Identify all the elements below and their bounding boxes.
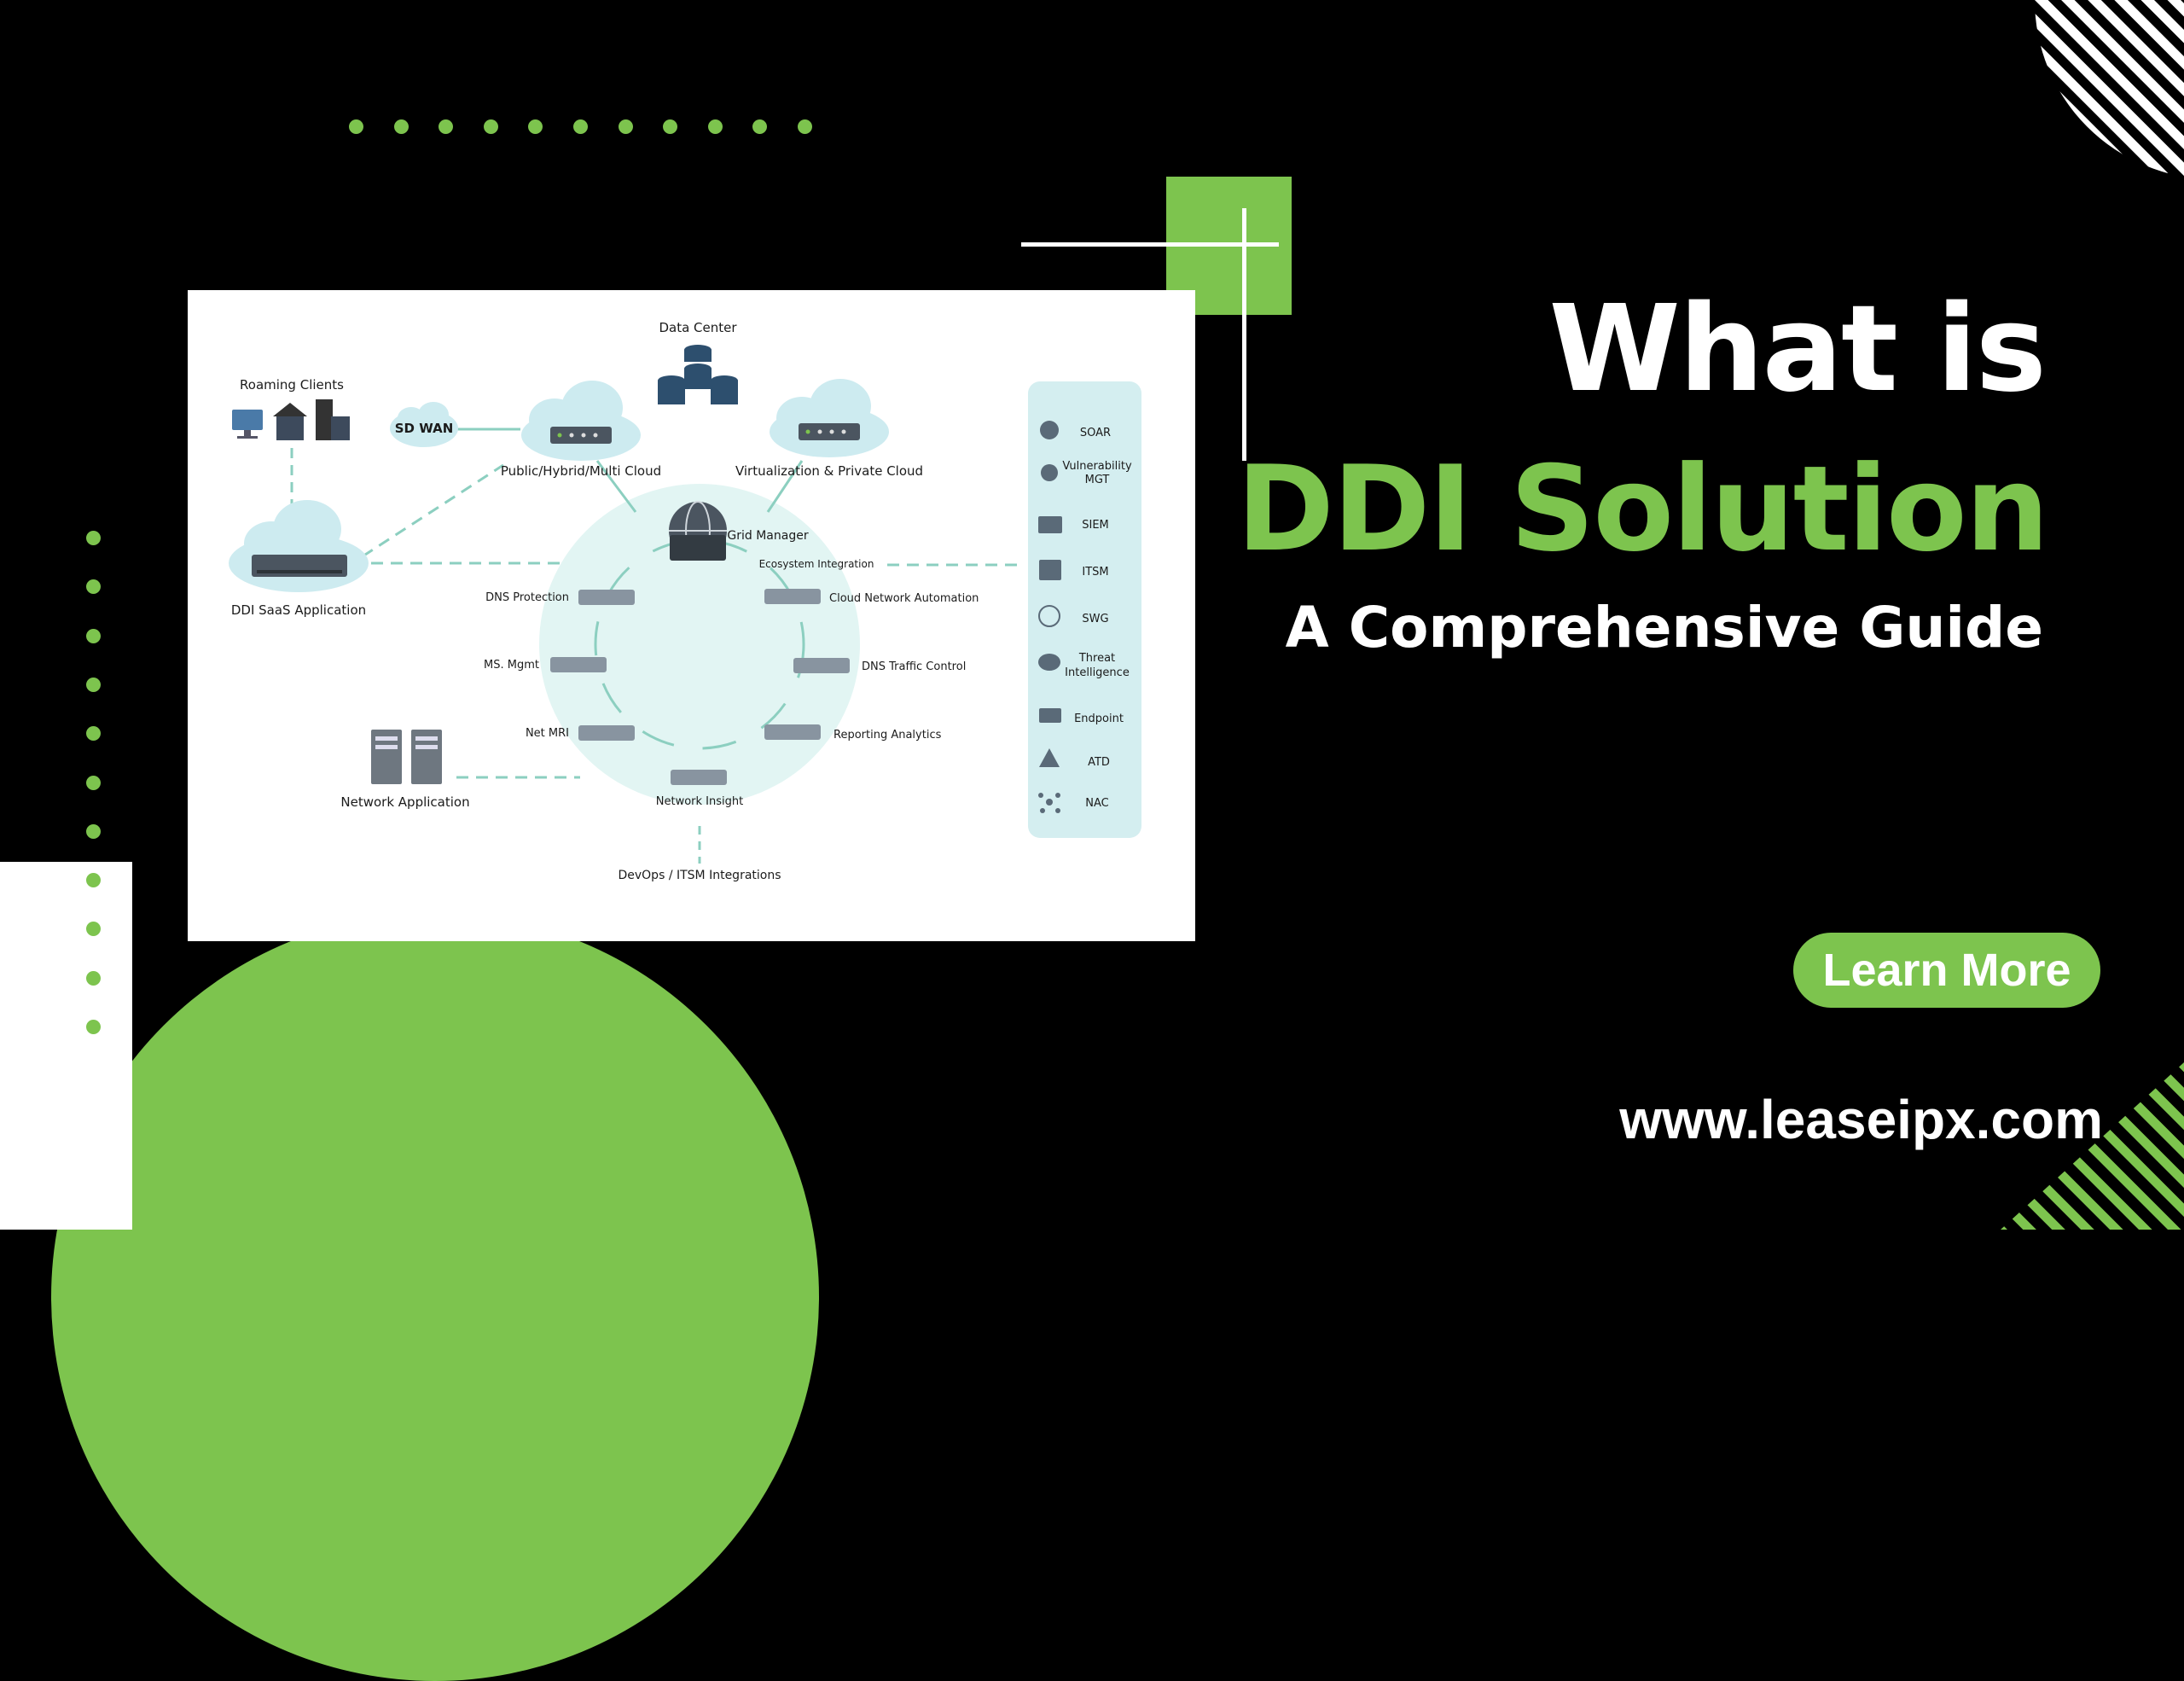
mgt-label: MGT <box>1085 474 1110 486</box>
siem-monitor-icon <box>1038 516 1062 533</box>
private-cloud-label: Virtualization & Private Cloud <box>735 463 923 479</box>
decorative-dot <box>86 1020 101 1034</box>
itsm-icon <box>1039 560 1061 580</box>
white-side-bar <box>0 862 132 1230</box>
soar-icon <box>1040 421 1059 439</box>
connector-lines <box>290 428 1019 864</box>
ddi-saas-icon <box>229 500 369 592</box>
decorative-dot <box>663 119 678 134</box>
endpoint-laptop-icon <box>1039 708 1061 723</box>
website-url[interactable]: www.leaseipx.com <box>1619 1089 2103 1150</box>
striped-corner-decoration <box>2001 1062 2184 1230</box>
ddi-diagram-card: Roaming Clients SD WAN Public/Hybrid/Mul… <box>188 290 1195 941</box>
hub-inner-ring <box>594 538 805 750</box>
dns-traffic-control-label: DNS Traffic Control <box>862 660 966 673</box>
data-center-icon <box>658 345 738 404</box>
side-panel-icons <box>1038 421 1062 813</box>
public-cloud-icon <box>521 381 641 461</box>
network-application-label: Network Application <box>340 794 469 810</box>
decorative-dot <box>86 922 101 937</box>
sd-wan-cloud <box>390 402 458 447</box>
decorative-dot <box>86 970 101 986</box>
endpoint-label: Endpoint <box>1074 713 1124 725</box>
subtitle: A Comprehensive Guide <box>1285 595 2043 660</box>
green-half-circle <box>51 913 819 1681</box>
itsm-label: ITSM <box>1082 566 1108 579</box>
intelligence-label: Intelligence <box>1065 666 1130 679</box>
network-nodes-icon <box>1046 799 1053 806</box>
decorative-dot <box>86 677 101 692</box>
device-cloud-network-automation <box>764 589 821 604</box>
ddi-architecture-diagram: Roaming Clients SD WAN Public/Hybrid/Mul… <box>229 320 1141 882</box>
swg-globe-icon <box>1038 605 1060 627</box>
decorative-dot <box>618 119 633 134</box>
striped-circle-decoration <box>2035 0 2184 179</box>
nac-label: NAC <box>1085 797 1108 810</box>
ecosystem-label: Ecosystem Integration <box>759 558 874 570</box>
device-network-insight <box>671 770 727 785</box>
decorative-dot <box>86 628 101 643</box>
data-center-label: Data Center <box>659 320 737 335</box>
decorative-dot <box>707 119 723 134</box>
device-dns-traffic-control <box>793 658 850 673</box>
decorative-dot <box>483 119 498 134</box>
integration-side-panel <box>1028 381 1141 838</box>
decorative-dot <box>86 823 101 839</box>
decorative-dot <box>439 119 454 134</box>
decorative-dot <box>86 726 101 742</box>
network-insight-label: Network Insight <box>656 795 743 808</box>
soar-label: SOAR <box>1080 427 1111 439</box>
headline-line-2: DDI Solution <box>1236 440 2049 578</box>
brain-icon <box>1038 654 1060 671</box>
warning-icon <box>1039 748 1060 767</box>
bug-icon <box>1041 464 1058 481</box>
net-mri-label: Net MRI <box>526 727 569 740</box>
grid-manager-label: Grid Manager <box>727 529 808 543</box>
headline-line-1: What is <box>1548 280 2047 419</box>
device-dns-protection <box>578 590 635 605</box>
learn-more-button[interactable]: Learn More <box>1793 933 2100 1008</box>
decorative-dot <box>349 119 363 134</box>
cross-line-vertical <box>1242 208 1246 461</box>
cross-line-horizontal <box>1021 242 1279 247</box>
devops-label: DevOps / ITSM Integrations <box>618 869 781 882</box>
siem-label: SIEM <box>1082 519 1109 532</box>
ms-mgmt-label: MS. Mgmt <box>484 659 539 672</box>
network-application-icon <box>371 730 442 784</box>
device-net-mri <box>578 725 635 741</box>
reporting-analytics-label: Reporting Analytics <box>834 729 942 742</box>
grid-manager-icon <box>669 501 727 561</box>
decorative-dot <box>86 873 101 888</box>
roaming-clients-icons <box>232 399 350 440</box>
decorative-dot <box>573 119 588 134</box>
decorative-dot <box>86 579 101 595</box>
decorative-dot <box>393 119 409 134</box>
ddi-saas-label: DDI SaaS Application <box>231 602 366 618</box>
cloud-network-automation-label: Cloud Network Automation <box>829 592 979 605</box>
hub-node-devices <box>550 589 850 785</box>
decorative-dot <box>798 119 812 134</box>
roaming-clients-label: Roaming Clients <box>240 377 344 393</box>
sd-wan-label: SD WAN <box>395 421 454 436</box>
threat-label: Threat <box>1078 652 1115 665</box>
dns-protection-label: DNS Protection <box>485 591 569 604</box>
decorative-dot <box>528 119 543 134</box>
decorative-dot <box>752 119 768 134</box>
atd-label: ATD <box>1088 756 1110 769</box>
decorative-dot <box>86 531 101 545</box>
private-cloud-icon <box>770 379 889 457</box>
vulnerability-label: Vulnerability <box>1062 460 1132 473</box>
decorative-dot <box>86 775 101 790</box>
device-reporting-analytics <box>764 724 821 740</box>
public-cloud-label: Public/Hybrid/Multi Cloud <box>501 463 661 479</box>
swg-label: SWG <box>1082 613 1108 625</box>
device-ms-mgmt <box>550 657 607 672</box>
